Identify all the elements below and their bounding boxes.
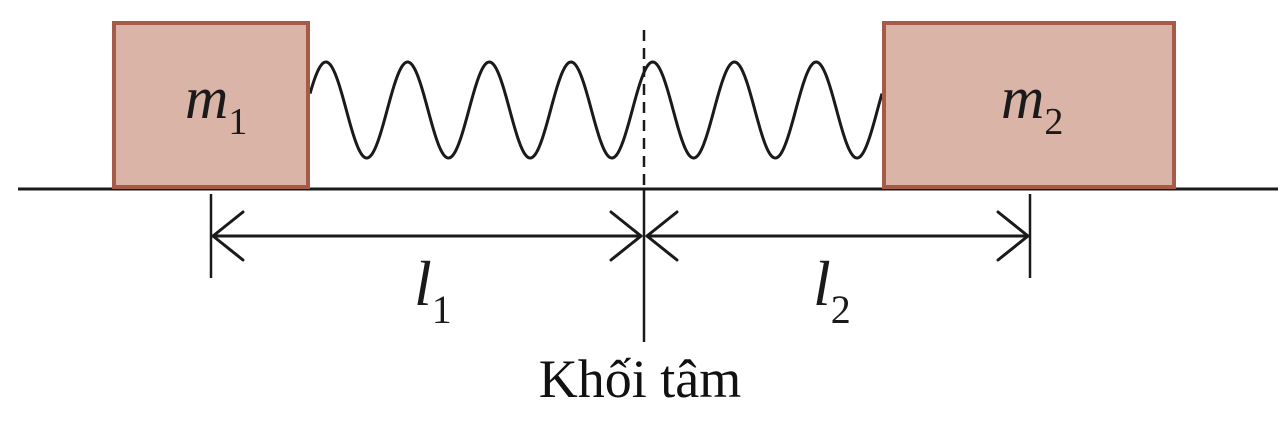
mass-label-2: m2 — [1001, 65, 1063, 143]
dimension-arrow-l2 — [645, 210, 1030, 262]
mass-block-2 — [882, 21, 1176, 189]
spring — [308, 60, 884, 160]
length-label-1: l1 — [414, 248, 452, 332]
dimension-arrow-l1 — [211, 210, 643, 262]
length-label-2: l2 — [813, 248, 851, 332]
mass-block-1 — [112, 21, 310, 189]
center-of-mass-caption: Khối tâm — [539, 349, 741, 409]
mass-label-1: m1 — [185, 65, 247, 143]
